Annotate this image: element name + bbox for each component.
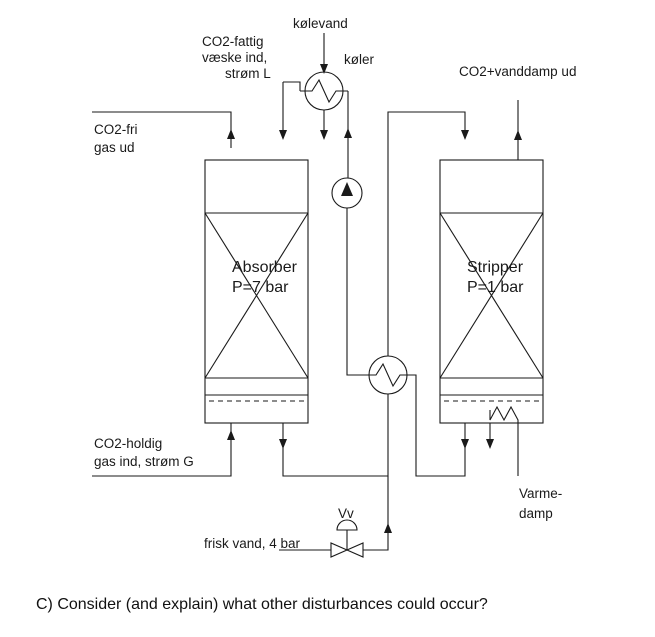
process-diagram: kølevand køler CO2-fattig væske ind, str… — [92, 16, 576, 558]
cooler-label: køler — [344, 52, 375, 67]
feed-label-2: væske ind, — [202, 50, 267, 65]
gas-out-label-1: CO2-fri — [94, 122, 138, 137]
gas-in-label-1: CO2-holdig — [94, 436, 162, 451]
valve-icon — [330, 519, 364, 558]
steam-label-2: damp — [519, 506, 553, 521]
feed-label-1: CO2-fattig — [202, 34, 264, 49]
pump-icon — [331, 177, 363, 209]
piping — [92, 33, 519, 551]
cooler-icon — [300, 71, 348, 111]
fresh-water-label: frisk vand, 4 bar — [204, 536, 301, 551]
absorber-label-2: P=7 bar — [232, 279, 289, 296]
gas-in-label-2: gas ind, strøm G — [94, 454, 194, 469]
top-right-label: CO2+vanddamp ud — [459, 64, 576, 79]
steam-label-1: Varme- — [519, 486, 562, 501]
stripper-label-1: Stripper — [467, 259, 524, 276]
stripper-column — [439, 159, 544, 424]
heat-exchanger-icon — [364, 355, 412, 395]
question-text: C) Consider (and explain) what other dis… — [36, 596, 488, 613]
absorber-label-1: Absorber — [232, 259, 298, 276]
flow-arrows — [227, 64, 522, 533]
stripper-label-2: P=1 bar — [467, 279, 524, 296]
feed-label-3: strøm L — [225, 66, 271, 81]
cooling-water-label: kølevand — [293, 16, 348, 31]
reboiler-coil — [489, 405, 519, 476]
valve-label: Vv — [338, 506, 354, 521]
absorber-column — [204, 159, 309, 424]
gas-out-label-2: gas ud — [94, 140, 135, 155]
